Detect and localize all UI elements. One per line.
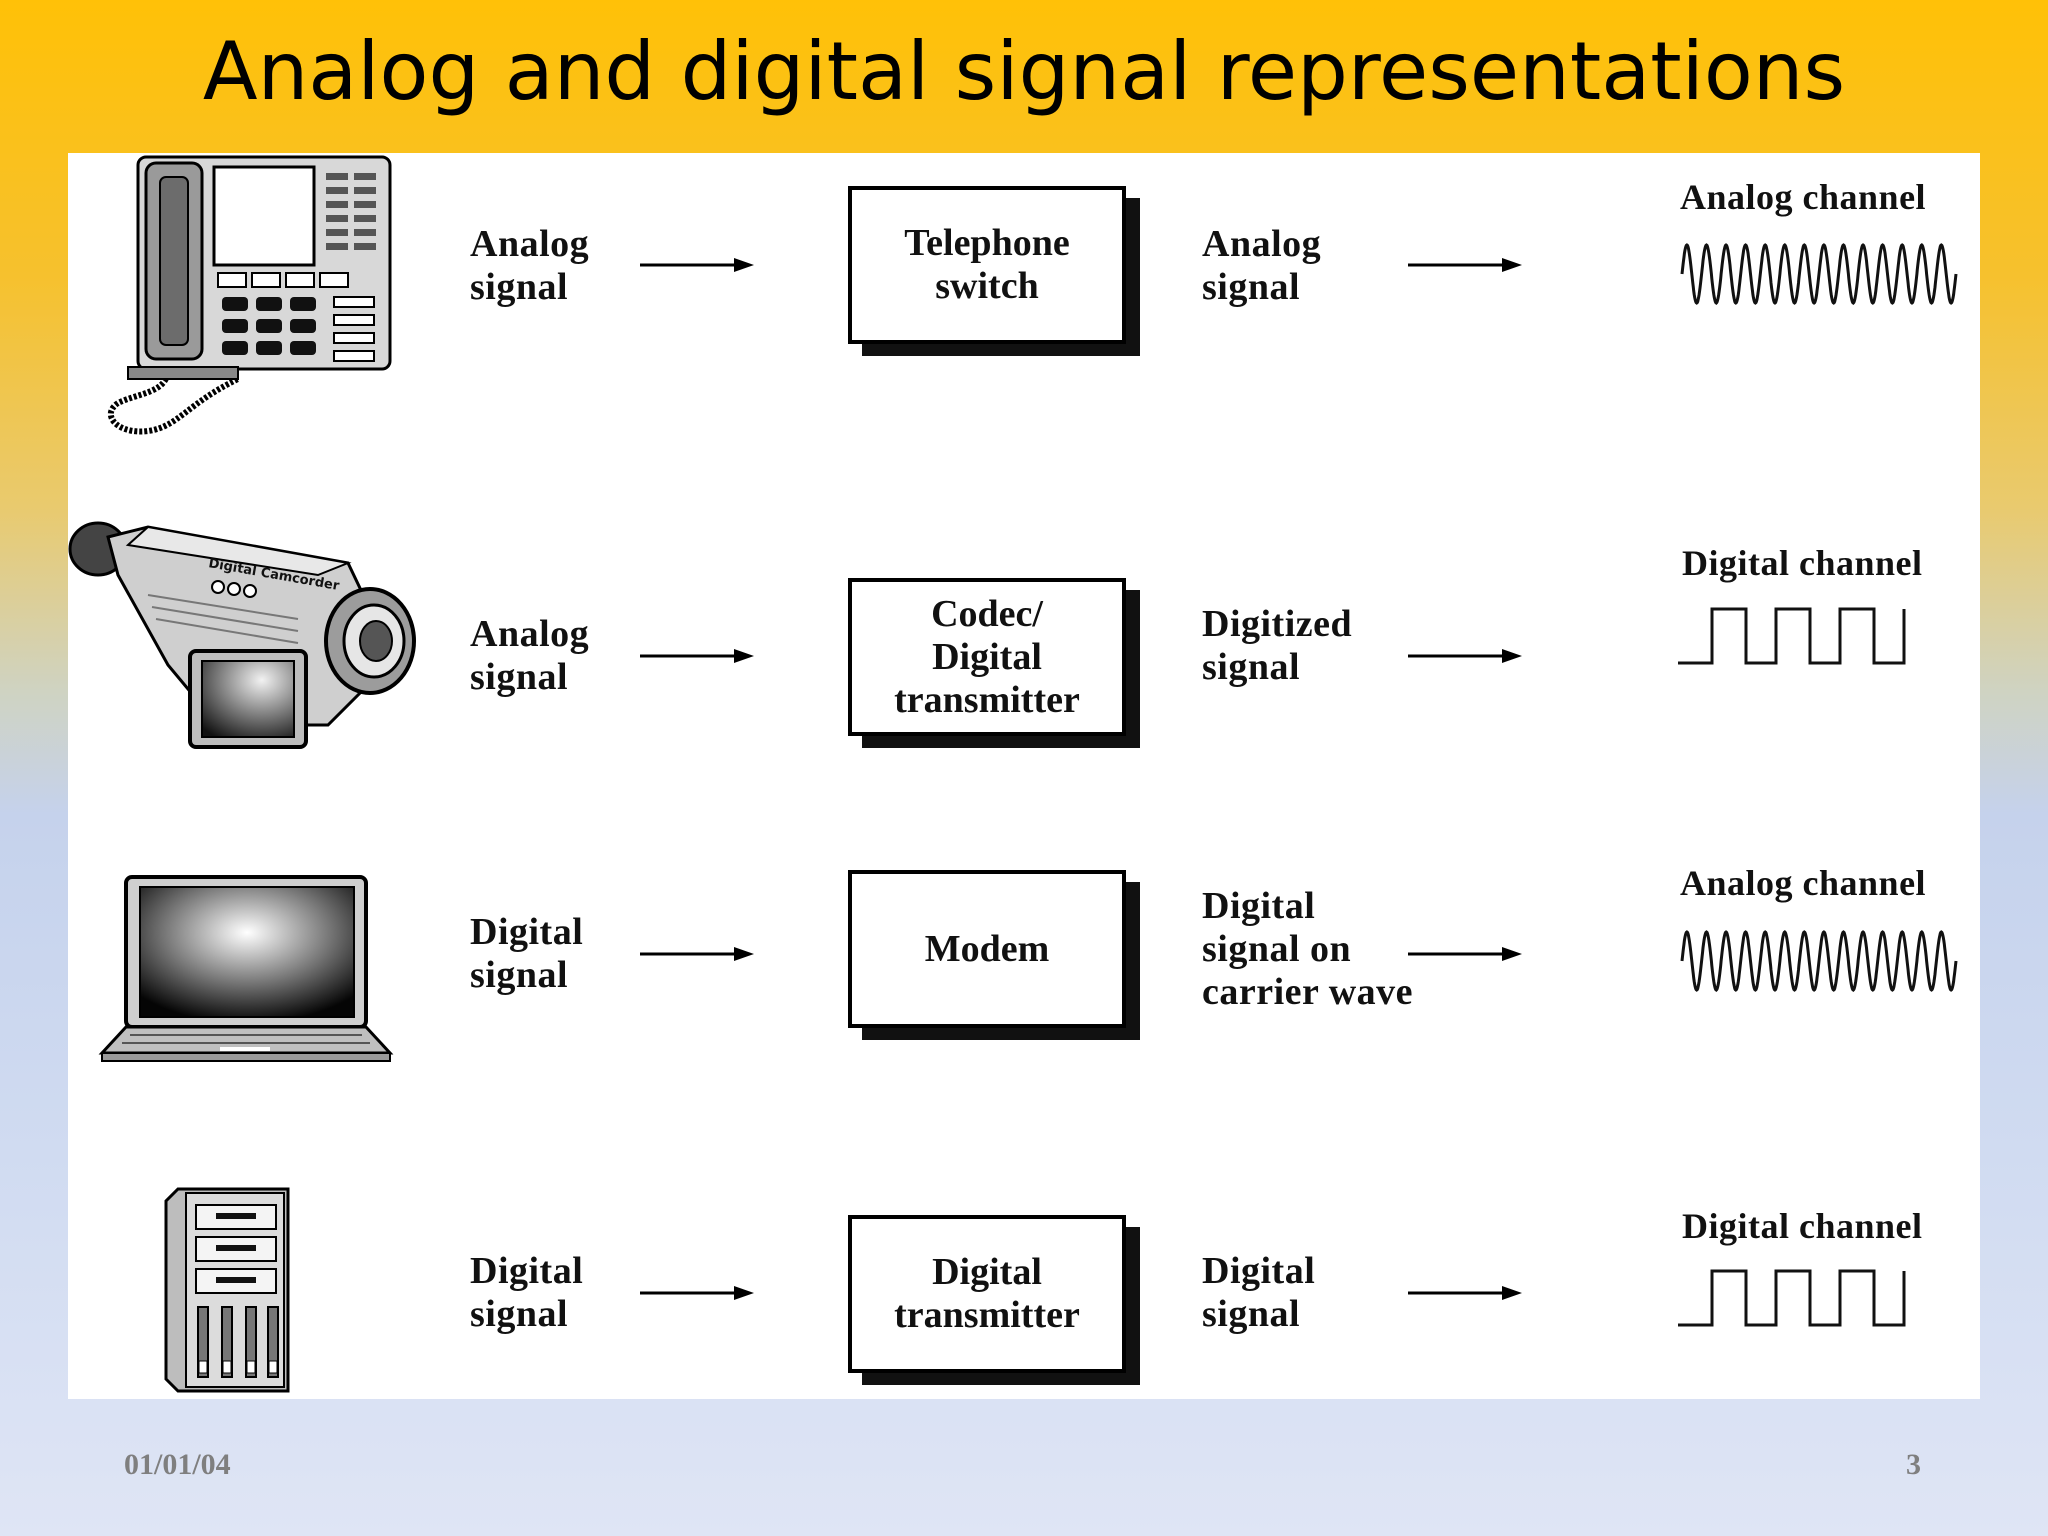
channel-label: Digital channel xyxy=(1682,1206,1923,1246)
sine-wave-icon xyxy=(1680,929,1958,993)
waveform-path xyxy=(1678,1269,1906,1327)
channel-label: Analog channel xyxy=(1680,177,1927,217)
arrow-icon xyxy=(640,947,754,961)
arrow-icon xyxy=(1408,1286,1522,1300)
waveform-path xyxy=(1680,929,1958,993)
arrow-icon xyxy=(1408,947,1522,961)
camcorder-icon: Digital Camcorder xyxy=(68,521,416,749)
footer-page-number: 3 xyxy=(1906,1448,1921,1481)
arrow-icon xyxy=(1408,649,1522,663)
computer-tower-icon xyxy=(164,1187,290,1393)
waveform-path xyxy=(1678,607,1906,665)
arrow-icon xyxy=(640,1286,754,1300)
arrow-icon xyxy=(640,649,754,663)
footer-date: 01/01/04 xyxy=(124,1448,231,1481)
laptop-icon xyxy=(98,875,394,1062)
arrow-icon xyxy=(1408,258,1522,272)
square-wave-icon xyxy=(1678,1269,1906,1327)
waveform-path xyxy=(1680,242,1958,306)
slide-title: Analog and digital signal representation… xyxy=(202,25,1846,118)
sine-wave-icon xyxy=(1680,242,1958,306)
process-box: Modem xyxy=(848,870,1126,1028)
square-wave-icon xyxy=(1678,607,1906,665)
channel-label: Digital channel xyxy=(1682,543,1923,583)
telephone-icon xyxy=(108,155,392,435)
arrow-icon xyxy=(640,258,754,272)
channel-label: Analog channel xyxy=(1680,863,1927,903)
